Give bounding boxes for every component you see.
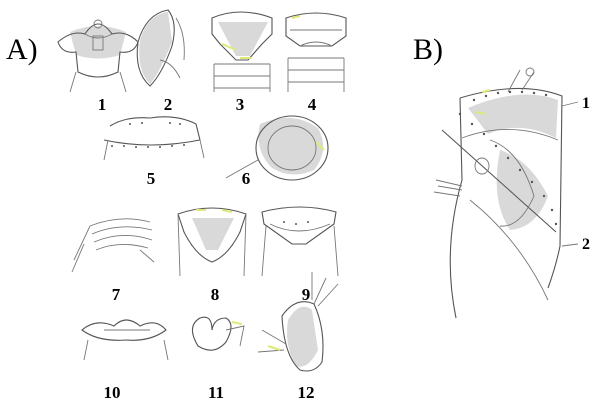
drawing-9 [262,207,338,276]
drawing-panel-b [434,68,578,318]
figure-label-1: 1 [82,96,122,113]
drawing-4 [286,13,346,92]
figure-label-11: 11 [196,384,236,401]
drawing-7 [72,219,154,272]
drawing-3 [212,12,272,92]
drawing-1 [58,20,138,92]
figure-label-2: 2 [148,96,188,113]
drawing-11 [192,317,244,350]
drawing-5 [104,117,204,160]
callout-label-1: 1 [582,96,590,112]
figure-label-7: 7 [96,286,136,303]
drawing-2 [137,10,184,86]
figure-label-5: 5 [131,170,171,187]
figure-label-4: 4 [292,96,332,113]
figure-label-8: 8 [195,286,235,303]
figure-label-12: 12 [286,384,326,401]
drawing-10 [82,320,168,360]
drawing-8 [178,208,246,276]
figure-label-10: 10 [92,384,132,401]
figure-label-6: 6 [226,170,266,187]
figure-label-3: 3 [220,96,260,113]
callout-label-2: 2 [582,237,590,253]
figure-label-9: 9 [286,286,326,303]
